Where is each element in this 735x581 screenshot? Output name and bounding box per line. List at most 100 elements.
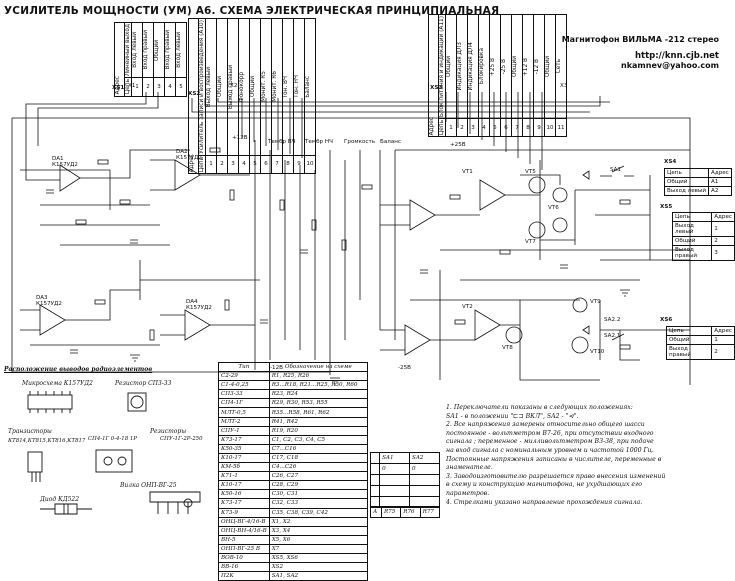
xs3-pin-name: -25 В: [501, 58, 507, 75]
volume-label: Громкость: [344, 139, 376, 145]
part-designation: С26, С27: [268, 471, 369, 482]
part-designation: R3...R18, R21...R25, R50, R60: [268, 380, 369, 391]
switch-cell: SA2: [409, 452, 440, 464]
xs3-pin-name: Индикация ДЛ3: [457, 42, 463, 91]
sa1-label: SA1: [610, 167, 622, 173]
part-type: К10-17: [218, 452, 270, 464]
xs6-col-addr: Адрес: [711, 326, 735, 336]
vt9-label: VT9: [590, 299, 601, 305]
xs1-pin-number: 2: [142, 77, 154, 97]
xs2-pin-name: Фонокорр: [239, 71, 245, 103]
xs1-pin-number: 1: [131, 77, 143, 97]
part-type: СП3-33: [218, 389, 270, 400]
xs1-pin-name: Вход левый: [176, 32, 182, 69]
xs1-pin-name: Вход правый: [143, 30, 149, 70]
microchip-label: Микросхема К157УД2: [22, 380, 93, 387]
switch-bottom-row: А R75 R76 R77: [370, 506, 441, 518]
part-type: К73-9: [218, 507, 270, 518]
xs3-pin-name: Индикация ДЛ4: [468, 42, 474, 91]
xs2-pin-name: Выход левый: [206, 66, 212, 108]
transistor-types: КТ814,КТ815,КТ816,КТ817: [8, 438, 86, 444]
xs3-ref: XS3: [430, 85, 443, 91]
xs5-pin-number: 2: [711, 236, 735, 246]
note-line: сигнала ; переменное - милливольтметром …: [446, 438, 654, 446]
part-type: К50-35: [218, 443, 270, 454]
xs4-pin-name: Общий: [664, 177, 709, 187]
part-designation: ХS2: [268, 562, 369, 573]
minus25-label: -25В: [398, 365, 411, 371]
x2-label: X2: [230, 83, 238, 89]
part-type: ВОВ-10: [218, 552, 270, 564]
note-line: 4. Стрелками указано направление прохожд…: [446, 498, 643, 506]
xs6-pin-number: 1: [711, 335, 735, 345]
xs2-pin-name: Монит. R5: [261, 71, 267, 103]
part-type: К71-1: [218, 471, 270, 482]
xs3-pin-name: -12 В: [534, 58, 540, 75]
part-designation: С4...С26: [268, 462, 369, 473]
part-designation: С28, С29: [268, 480, 369, 491]
xs2-pin-name: Общий: [217, 76, 223, 98]
connector-xs2: Адрес Усилитель записи и воспроизведения…: [188, 17, 316, 175]
xs3-pin-number: 11: [555, 118, 567, 138]
part-designation: Х7: [268, 543, 369, 554]
xs5-pin-name: Выход левый: [671, 221, 713, 237]
switch-bottom-cell: R77: [419, 506, 441, 518]
xs4-col-circuit: Цепь: [664, 168, 709, 178]
tone-treble-label: Тембр ВЧ: [268, 139, 296, 145]
vt1-label: VT1: [462, 169, 473, 175]
xs2-pin-name: Монит. R6: [272, 71, 278, 103]
xs2-pin-number: 10: [304, 154, 316, 175]
xs5-ref: XS5: [660, 204, 673, 210]
note-line: постоянное - вольтметром В7-26, при отсу…: [446, 429, 654, 437]
part-designation: R23, R24: [268, 389, 369, 400]
xs2-pin-name: Тон. ВЧ: [283, 75, 289, 99]
switch-cell: [369, 463, 381, 475]
xs5-pin-name: Выход правый: [671, 245, 713, 261]
part-type: МЛТ-2: [218, 416, 270, 427]
part-designation: ХS5, ХS6: [268, 552, 369, 564]
vt7-label: VT7: [525, 239, 536, 245]
switch-bottom-cell: R76: [400, 506, 421, 518]
part-designation: R29, R30, R53, R55: [268, 398, 369, 409]
xs2-pin-number: 6: [260, 154, 272, 175]
part-designation: С32, С33: [268, 498, 369, 509]
part-type: ВН-5: [218, 534, 270, 545]
xs2-pin-name: Тон. НЧ: [294, 75, 300, 99]
note-line: SA1 - в положении "⊏⊐ ВКЛ", SA2 - "⊲".: [446, 412, 579, 420]
resistor-label: Резистор СП3-33: [115, 380, 172, 387]
email-link[interactable]: nkamnev@yahoo.com: [621, 61, 719, 70]
xs2-pin-number: 1: [205, 154, 217, 175]
switch-cell: [379, 485, 411, 497]
vt5-label: VT5: [525, 169, 536, 175]
website-link[interactable]: http://knn.cjb.net: [635, 51, 719, 61]
part-type: С1-4-0,25: [218, 380, 270, 391]
connector-xs3: Адрес Блок питания и индикации (A11) Общ…: [428, 13, 567, 138]
part-designation: С17, С18: [268, 452, 369, 464]
xs3-pin-number: 1: [445, 118, 457, 138]
xs2-pin-number: 3: [227, 154, 239, 175]
schematic-sheet: УСИЛИТЕЛЬ МОЩНОСТИ (УМ) А6. СХЕМА ЭЛЕКТР…: [4, 6, 735, 581]
part-type: КМ-5б: [218, 462, 270, 473]
xs3-pin-number: 6: [500, 118, 512, 138]
part-designation: Х1, Х2: [268, 516, 369, 527]
